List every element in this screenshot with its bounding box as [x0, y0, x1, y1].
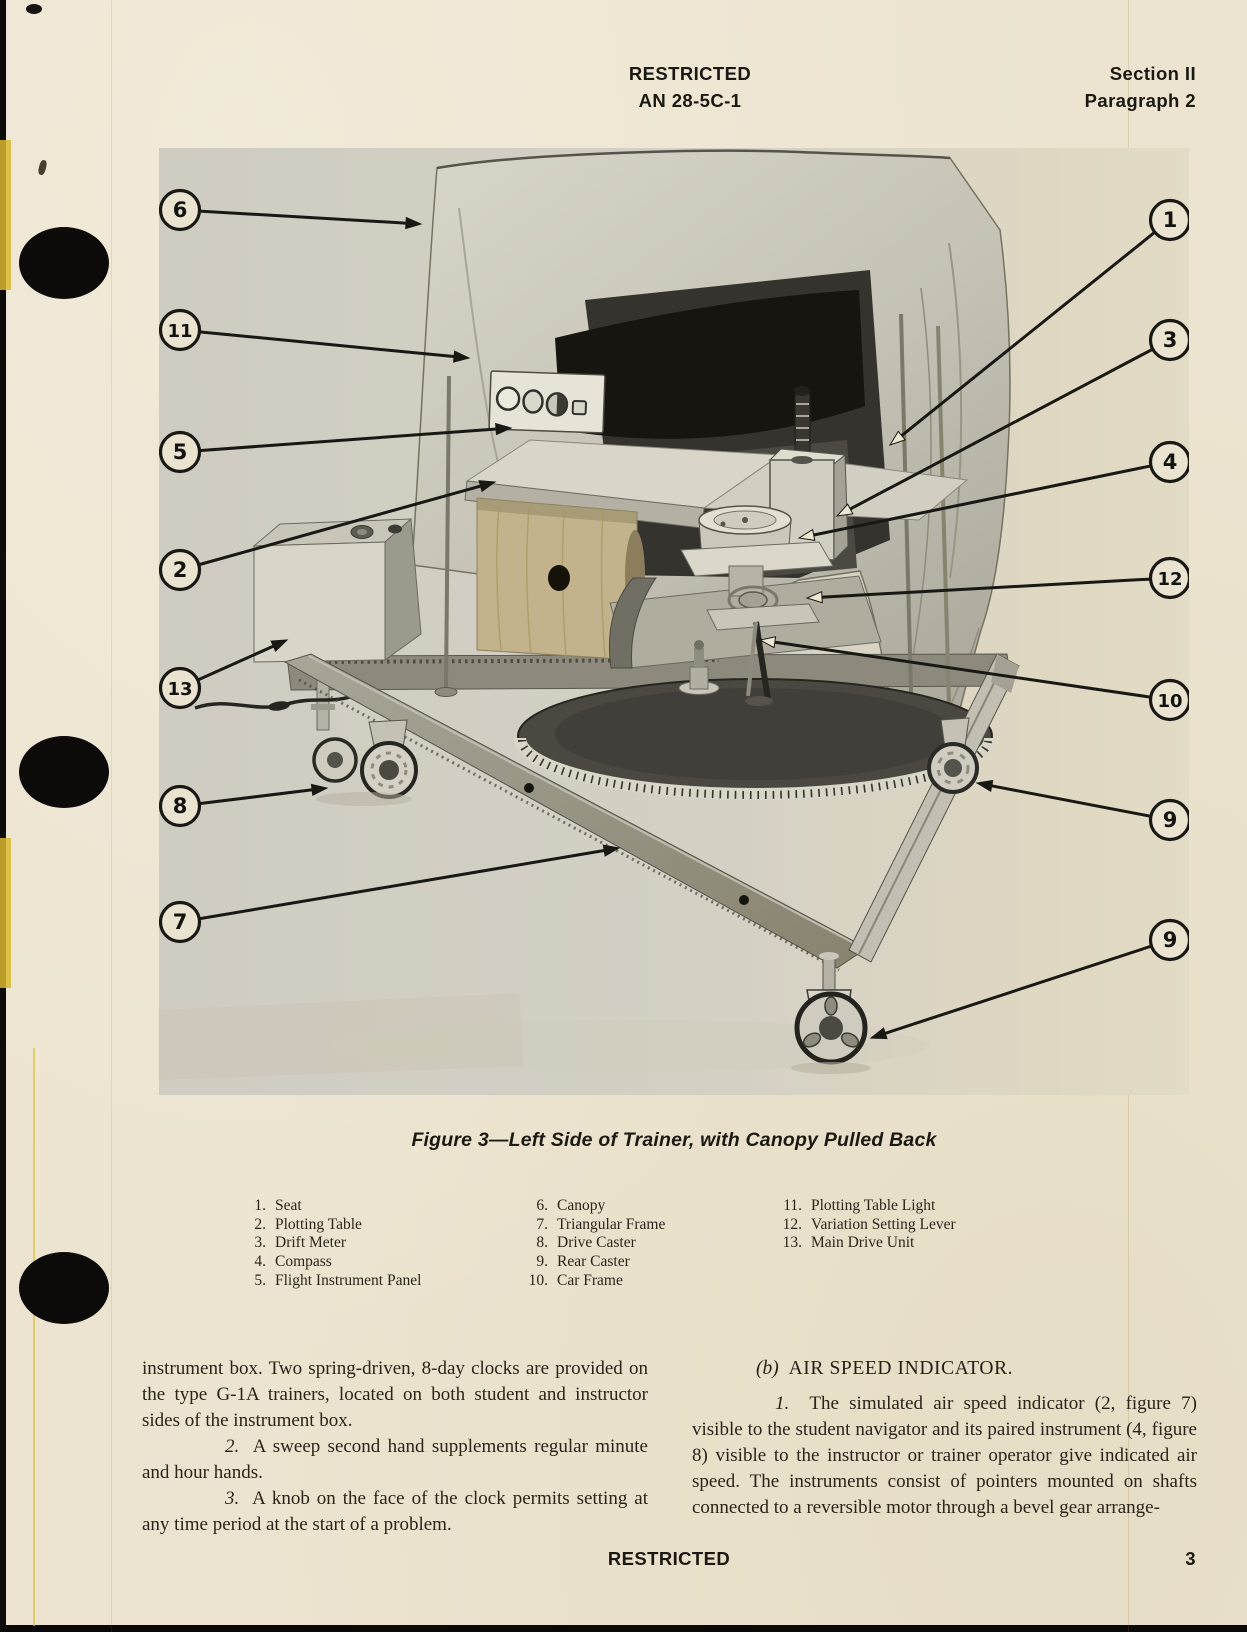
footer-restricted: RESTRICTED	[607, 1548, 731, 1569]
binding-edge	[0, 0, 6, 1632]
legend-item: 8.Drive Caster	[536, 1234, 636, 1252]
legend-item: 11.Plotting Table Light	[783, 1197, 936, 1214]
ink-speck	[26, 4, 42, 14]
scan-line-yellow	[33, 1048, 35, 1626]
figure-legend-column-2: 6.Canopy 7.Triangular Frame 8.Drive Cast…	[514, 1197, 764, 1291]
figure-callout-5-2: 5	[159, 422, 513, 474]
drive-caster	[312, 719, 418, 806]
figure-callout-11-1: 11	[159, 308, 471, 363]
page-number: 3	[1185, 1548, 1196, 1569]
compass-assembly	[680, 505, 834, 631]
header-paragraph: Paragraph 2	[1084, 90, 1196, 111]
svg-text:5: 5	[173, 440, 188, 464]
main-drive-unit	[252, 517, 422, 731]
figure-callout-13-4: 13	[159, 639, 289, 710]
figure-callout-7-6: 7	[159, 844, 621, 944]
svg-text:9: 9	[1163, 928, 1178, 952]
legend-item: 1.Seat	[254, 1197, 302, 1214]
punch-hole	[19, 227, 109, 299]
table-support-panel	[476, 497, 645, 661]
svg-text:12: 12	[1157, 569, 1182, 590]
figure-callout-2-3: 2	[159, 480, 497, 592]
figure-callout-8-5: 8	[159, 783, 329, 828]
svg-text:6: 6	[173, 198, 188, 222]
paragraph: 1. The simulated air speed indicator (2,…	[692, 1393, 1197, 1518]
triangular-frame	[283, 653, 1020, 972]
ink-speck	[37, 159, 48, 176]
svg-text:11: 11	[167, 321, 192, 342]
svg-text:13: 13	[167, 679, 192, 700]
figure-callout-9-12: 9	[975, 779, 1189, 842]
figure-callout-1-7: 1	[888, 198, 1189, 446]
scan-fold-line	[111, 0, 112, 1632]
figure-caption: Figure 3—Left Side of Trainer, with Cano…	[411, 1129, 937, 1151]
instrument-panel	[488, 370, 606, 434]
figure-legend-column-1: 1.Seat 2.Plotting Table 3.Drift Meter 4.…	[240, 1197, 500, 1291]
svg-text:9: 9	[1163, 808, 1178, 832]
figure-callout-4-9: 4	[797, 440, 1189, 541]
header-doc-number: AN 28-5C-1	[638, 90, 742, 111]
section-heading: (b) AIR SPEED INDICATOR.	[756, 1358, 1014, 1379]
trainer-machine	[194, 313, 1012, 779]
paragraph: 2. A sweep second hand supplements regul…	[142, 1436, 648, 1483]
legend-item: 9.Rear Caster	[536, 1253, 630, 1271]
body-right-column: (b) AIR SPEED INDICATOR. 1. The simulate…	[692, 1356, 1197, 1521]
front-caster	[791, 952, 871, 1074]
legend-item: 10.Car Frame	[528, 1271, 623, 1289]
svg-text:8: 8	[173, 794, 188, 818]
figure-legend-column-3: 11.Plotting Table Light 12.Variation Set…	[768, 1197, 1048, 1253]
header-restricted: RESTRICTED	[628, 63, 752, 84]
paragraph: instrument box. Two spring-driven, 8-day…	[142, 1358, 648, 1431]
legend-item: 12.Variation Setting Lever	[782, 1215, 956, 1233]
svg-text:2: 2	[173, 558, 188, 582]
legend-item: 3.Drift Meter	[254, 1234, 347, 1252]
figure-callout-9-13: 9	[869, 918, 1189, 1040]
paragraph: 3. A knob on the face of the clock permi…	[142, 1488, 649, 1535]
svg-text:10: 10	[1157, 691, 1182, 712]
variation-setting-lever	[753, 621, 771, 701]
legend-item: 4.Compass	[254, 1253, 332, 1271]
binding-tape	[0, 838, 11, 988]
punch-hole	[19, 1252, 109, 1324]
figure-callout-6-0: 6	[159, 188, 423, 232]
legend-item: 7.Triangular Frame	[536, 1215, 666, 1233]
legend-item: 13.Main Drive Unit	[782, 1234, 915, 1252]
page-header-center: RESTRICTED AN 28-5C-1	[590, 60, 790, 114]
legend-item: 5.Flight Instrument Panel	[254, 1271, 422, 1289]
figure-callout-3-8: 3	[835, 318, 1189, 517]
legend-item: 6.Canopy	[536, 1197, 606, 1214]
bottom-edge	[0, 1625, 1247, 1632]
svg-text:1: 1	[1163, 208, 1178, 232]
figure-callout-10-11: 10	[758, 636, 1189, 722]
legend-item: 2.Plotting Table	[254, 1215, 362, 1233]
rear-caster	[927, 717, 979, 794]
body-left-column: instrument box. Two spring-driven, 8-day…	[142, 1356, 648, 1538]
punch-hole	[19, 736, 109, 808]
header-section: Section II	[1109, 63, 1196, 84]
svg-text:3: 3	[1163, 328, 1178, 352]
binding-tape	[0, 140, 11, 290]
page-header-right: Section II Paragraph 2	[996, 60, 1196, 114]
svg-text:7: 7	[173, 910, 188, 934]
svg-text:4: 4	[1163, 450, 1178, 474]
figure-callout-12-10: 12	[805, 556, 1189, 604]
